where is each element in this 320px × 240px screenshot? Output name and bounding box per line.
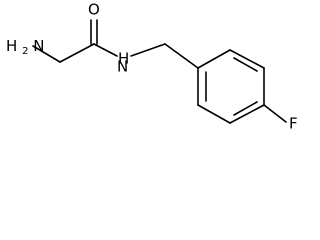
- ring-inner-bond-3: [233, 101, 258, 116]
- ring-bond-5: [197, 104, 231, 124]
- amide-h-label: H: [118, 50, 129, 68]
- ring-bond-2: [229, 49, 265, 69]
- oxygen-label: O: [88, 1, 100, 19]
- amine-h-text: H: [6, 37, 17, 55]
- molecule-svg: H 2 N O N H F: [6, 1, 298, 133]
- amine-subscript-text: 2: [22, 46, 28, 57]
- bond-amide-n-ch2: [130, 43, 166, 57]
- bond-ring-fluorine: [263, 104, 287, 123]
- bond-carbonyl-amide-n: [93, 43, 118, 57]
- ring-bond-1: [197, 49, 231, 69]
- amide-n-label: N: [117, 58, 128, 76]
- bond-h2n-ch2: [32, 45, 61, 63]
- ring-inner-bond-2: [233, 57, 258, 72]
- ring-bond-4: [229, 104, 265, 124]
- bond-ch2-ring: [164, 43, 199, 69]
- amine-label: H 2 N: [6, 37, 44, 60]
- bond-ch2-carbonyl: [59, 43, 95, 63]
- fluorine-label: F: [289, 115, 298, 133]
- amine-n-text: N: [33, 37, 44, 55]
- molecule-structure: H 2 N O N H F: [6, 1, 298, 133]
